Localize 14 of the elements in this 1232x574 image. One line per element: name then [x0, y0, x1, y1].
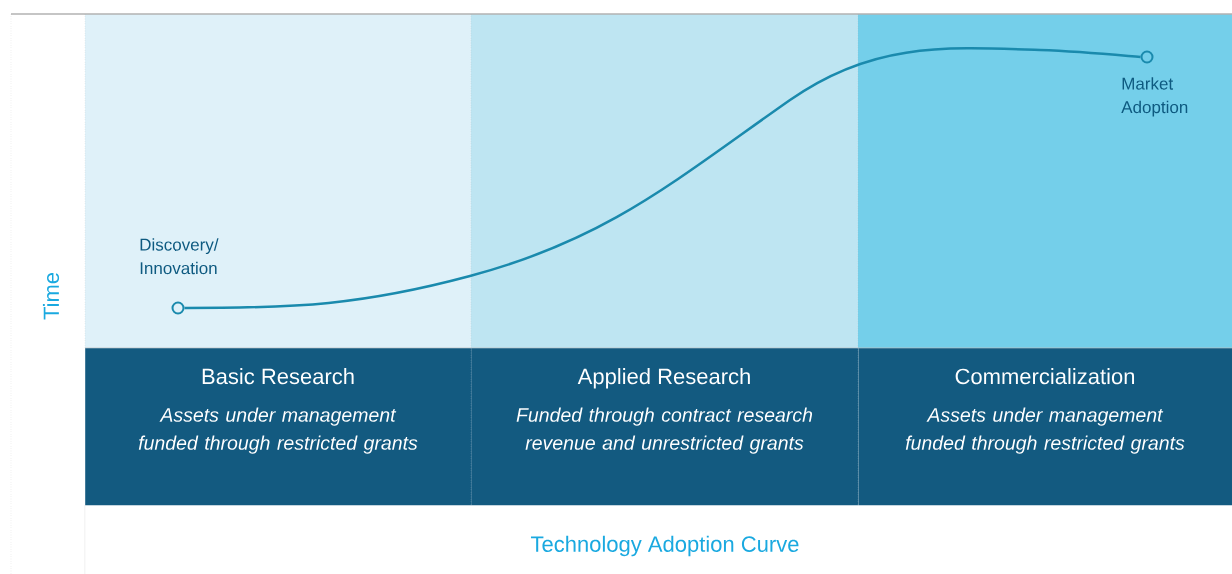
research-box: Basic Research Assets under management funded through restricted grants: [85, 348, 472, 506]
curve-point: [1140, 50, 1154, 64]
research-box: Applied Research Funded through contract research revenue and unrestricted grants: [471, 348, 859, 506]
axis-label: Time: [42, 272, 60, 320]
node-label: Assets under management funded through restricted grants: [905, 407, 1185, 454]
node-label: Applied Research: [577, 368, 750, 389]
node-label: Commercialization: [955, 368, 1135, 385]
adoption-curve: [184, 47, 1141, 310]
point-label: Market Adoption: [1121, 77, 1188, 117]
curve-point: [171, 301, 185, 315]
node-label: Funded through contract research revenue and unrestricted grants: [516, 407, 813, 454]
caption: Technology Adoption Curve: [531, 535, 799, 557]
research-box: Commercialization Assets under management funded through restricted grants: [858, 348, 1232, 506]
point-label: Discovery/ Innovation: [140, 238, 219, 275]
